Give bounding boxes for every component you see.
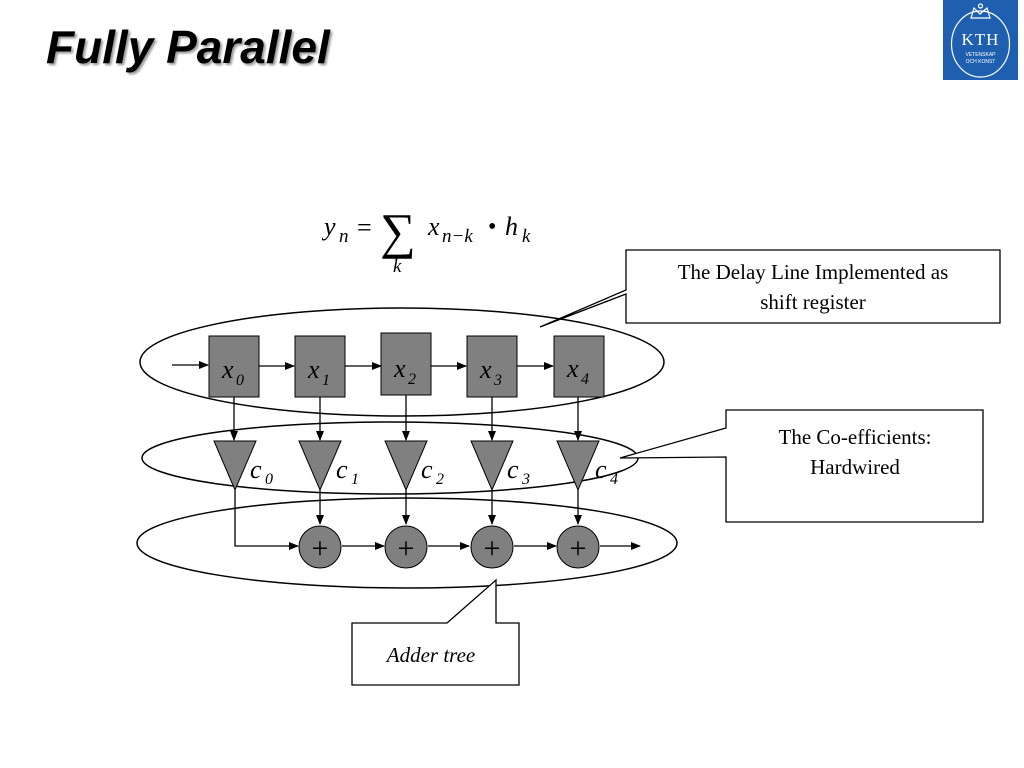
logo-text: KTH <box>961 30 1000 49</box>
register-label: x <box>566 354 579 383</box>
delay-line-callout <box>539 249 1001 328</box>
multiplier-0 <box>213 440 257 492</box>
formula-term2-sub: k <box>522 226 531 247</box>
adder-symbol: + <box>398 532 415 565</box>
convolution-formula: y n = ∑ k x n−k • h k <box>321 203 531 277</box>
coefficient-sub: 3 <box>521 471 530 488</box>
coefficient-label: c <box>250 455 262 484</box>
adder-symbol: + <box>570 532 587 565</box>
register-sub: 3 <box>493 372 502 389</box>
coefficients-callout-line1: The Co-efficients: <box>778 425 932 449</box>
multiplier-2 <box>384 440 428 492</box>
register-x1: x 1 <box>294 335 346 398</box>
coefficient-label: c <box>595 455 607 484</box>
adder-tree-callout <box>351 578 520 686</box>
formula-equals: = <box>357 213 372 242</box>
register-x0: x 0 <box>208 335 260 398</box>
logo-subtext-1: VETENSKAP <box>965 52 996 58</box>
delay-line-callout-line1: The Delay Line Implemented as <box>677 260 949 284</box>
adder-tree-group <box>136 497 678 589</box>
logo-subtext-2: OCH KONST <box>965 59 996 65</box>
adder-symbol: + <box>484 532 501 565</box>
formula-lhs: y <box>321 212 336 241</box>
register-label: x <box>307 355 320 384</box>
multipliers <box>213 440 600 492</box>
delay-line-callout-line2: shift register <box>760 290 866 314</box>
coefficient-label: c <box>507 455 519 484</box>
register-label: x <box>221 355 234 384</box>
register-sub: 4 <box>581 371 589 388</box>
adder-tree-callout-text: Adder tree <box>356 640 506 670</box>
adder-0: + <box>298 525 342 569</box>
register-x2: x 2 <box>380 332 432 396</box>
register-sub: 1 <box>322 372 330 389</box>
register-x3: x 3 <box>466 335 518 398</box>
coefficient-labels: c 0 c 1 c 2 c 3 c 4 <box>250 455 618 488</box>
register-label: x <box>479 355 492 384</box>
adder-1: + <box>384 525 428 569</box>
multiplier-4 <box>556 440 600 492</box>
coefficients-callout <box>619 409 984 523</box>
multiplier-1 <box>298 440 342 492</box>
formula-sum-index: k <box>393 256 402 277</box>
adder-tree-callout-line1: Adder tree <box>386 643 476 667</box>
formula-term1: x <box>427 212 440 241</box>
formula-term2: h <box>505 212 518 241</box>
coefficient-sub: 4 <box>610 471 618 488</box>
register-sub: 0 <box>236 372 244 389</box>
coefficient-sub: 2 <box>436 471 444 488</box>
formula-lhs-sub: n <box>339 226 349 247</box>
formula-term1-sub: n−k <box>442 226 473 247</box>
register-x4: x 4 <box>553 335 605 398</box>
register-label: x <box>393 354 406 383</box>
adder-2: + <box>470 525 514 569</box>
delay-line-callout-text: The Delay Line Implemented as shift regi… <box>630 257 996 317</box>
adder-3: + <box>556 525 600 569</box>
coefficient-sub: 0 <box>265 471 273 488</box>
crown-icon <box>950 3 1011 78</box>
coefficients-callout-line2: Hardwired <box>810 455 900 479</box>
coefficient-sub: 1 <box>351 471 359 488</box>
coefficient-group <box>141 421 639 495</box>
delay-line-group <box>139 307 665 417</box>
multiplier-3 <box>470 440 514 492</box>
coefficients-callout-text: The Co-efficients: Hardwired <box>730 422 980 482</box>
slide-title: Fully Parallel <box>46 21 330 73</box>
kth-logo: KTH VETENSKAP OCH KONST <box>943 0 1018 80</box>
coefficient-label: c <box>336 455 348 484</box>
coefficient-label: c <box>421 455 433 484</box>
register-sub: 2 <box>408 371 416 388</box>
tap-arrows <box>230 395 582 441</box>
adder-symbol: + <box>312 532 329 565</box>
product-arrows <box>234 490 582 550</box>
formula-dot: • <box>488 214 496 240</box>
formula-sum: ∑ <box>380 203 416 259</box>
